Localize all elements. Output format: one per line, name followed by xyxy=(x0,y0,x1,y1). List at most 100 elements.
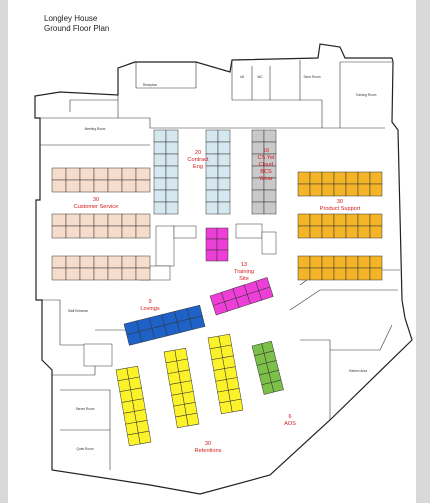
desk xyxy=(321,225,335,239)
desk xyxy=(189,315,206,330)
desk xyxy=(297,255,311,269)
desk xyxy=(115,367,130,382)
desk xyxy=(309,213,323,227)
desk xyxy=(184,402,198,416)
desk xyxy=(205,165,219,179)
desk xyxy=(205,177,219,191)
desk xyxy=(121,179,137,193)
desk xyxy=(309,183,323,197)
room-lift: Lift xyxy=(240,75,244,79)
desk xyxy=(93,267,109,281)
desk xyxy=(321,255,335,269)
ccs-label-1: CS Yet xyxy=(257,155,275,161)
lovings-count: 9 xyxy=(148,299,151,305)
desk xyxy=(165,165,179,179)
retentions-desk-block xyxy=(207,333,244,415)
desk xyxy=(369,225,383,239)
desk xyxy=(121,225,137,239)
desk xyxy=(345,213,359,227)
retentions-desk-block xyxy=(163,347,200,429)
desk xyxy=(217,177,231,191)
desk xyxy=(321,267,335,281)
desk xyxy=(369,171,383,185)
desk xyxy=(132,398,146,412)
product-support-desk-block xyxy=(297,213,383,239)
desk xyxy=(263,201,277,215)
desk xyxy=(297,183,311,197)
desk xyxy=(217,129,231,143)
desk xyxy=(93,255,109,269)
desk xyxy=(165,141,179,155)
building-outline xyxy=(34,43,413,495)
desk xyxy=(165,189,179,203)
desk xyxy=(369,183,383,197)
ccs-label-4: Wear xyxy=(259,176,272,182)
desk xyxy=(345,171,359,185)
desk xyxy=(51,167,67,181)
desk xyxy=(357,267,371,281)
desk xyxy=(79,167,95,181)
desk xyxy=(121,267,137,281)
desk xyxy=(107,267,123,281)
desk xyxy=(258,286,274,301)
retentions-count: 30 xyxy=(205,441,211,447)
desk xyxy=(219,400,233,415)
desk xyxy=(93,225,109,239)
desk xyxy=(205,227,218,240)
desk xyxy=(153,129,167,143)
aos-desk-block xyxy=(251,340,284,395)
desk xyxy=(136,420,150,434)
desk xyxy=(357,255,371,269)
desk xyxy=(138,430,152,445)
desk xyxy=(51,179,67,193)
product-support-label: Product Support xyxy=(320,206,361,212)
desk xyxy=(345,225,359,239)
desk xyxy=(333,225,347,239)
training-desk-block xyxy=(205,227,229,262)
desk xyxy=(271,379,284,393)
desk xyxy=(217,201,231,215)
contract-eng-count: 20 xyxy=(195,150,201,156)
desk xyxy=(165,177,179,191)
desk xyxy=(51,267,67,281)
desk xyxy=(226,377,240,391)
customer-service-desk-block xyxy=(51,167,151,193)
ccs-label-2: Cloud xyxy=(259,162,274,168)
plan-title: Longley House Ground Floor Plan xyxy=(44,14,109,34)
desk xyxy=(65,167,81,181)
desk xyxy=(211,357,225,371)
building-name: Longley House xyxy=(44,14,98,23)
desk xyxy=(135,167,151,181)
room-quiet: Quiet Room xyxy=(76,447,93,451)
aos-count: 6 xyxy=(288,414,291,420)
desk xyxy=(218,333,232,348)
contract-eng-desk-block xyxy=(205,129,231,215)
desk xyxy=(230,398,244,413)
customer-service-desk-block xyxy=(51,255,151,281)
desk xyxy=(174,347,188,362)
desk xyxy=(127,432,141,447)
desk xyxy=(117,378,131,392)
contract-eng-label-1: Contract xyxy=(187,157,209,163)
training-label-1: Training xyxy=(234,269,254,275)
desk xyxy=(79,179,95,193)
desk xyxy=(93,213,109,227)
desk xyxy=(176,358,190,373)
room-wc: WC xyxy=(257,75,263,79)
desk xyxy=(369,267,383,281)
desk xyxy=(205,249,218,262)
desk xyxy=(333,255,347,269)
desk xyxy=(213,368,227,382)
ccs-label-3: BCS xyxy=(260,169,272,175)
desk xyxy=(205,238,218,251)
product-support-desk-block xyxy=(297,171,383,197)
desk xyxy=(153,201,167,215)
desk xyxy=(165,129,179,143)
desk xyxy=(333,183,347,197)
desk xyxy=(107,167,123,181)
desk xyxy=(175,414,189,429)
desk xyxy=(107,225,123,239)
desk xyxy=(216,227,229,240)
room-kitchen: Kitchen Area xyxy=(349,369,367,373)
